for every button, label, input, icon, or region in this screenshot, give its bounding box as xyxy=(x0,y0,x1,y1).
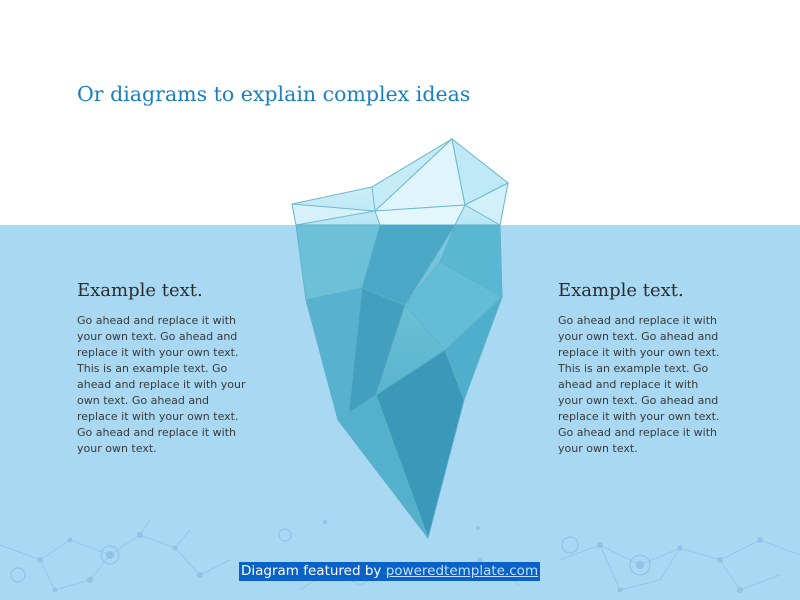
right-heading: Example text. xyxy=(558,280,684,301)
left-body-text: Go ahead and replace it with your own te… xyxy=(77,314,246,455)
iceberg-tip xyxy=(291,137,509,226)
credit-link[interactable]: poweredtemplate.com xyxy=(385,563,539,579)
right-body-text: Go ahead and replace it with your own te… xyxy=(558,314,720,455)
credit-banner: Diagram featured by poweredtemplate.com xyxy=(239,562,541,581)
left-text-block: Example text. Go ahead and replace it wi… xyxy=(77,280,252,457)
right-text-block: Example text. Go ahead and replace it wi… xyxy=(558,280,733,457)
iceberg-base xyxy=(295,224,503,540)
credit-prefix: Diagram featured by xyxy=(241,563,382,579)
left-heading: Example text. xyxy=(77,280,203,301)
page-title: Or diagrams to explain complex ideas xyxy=(77,82,471,106)
